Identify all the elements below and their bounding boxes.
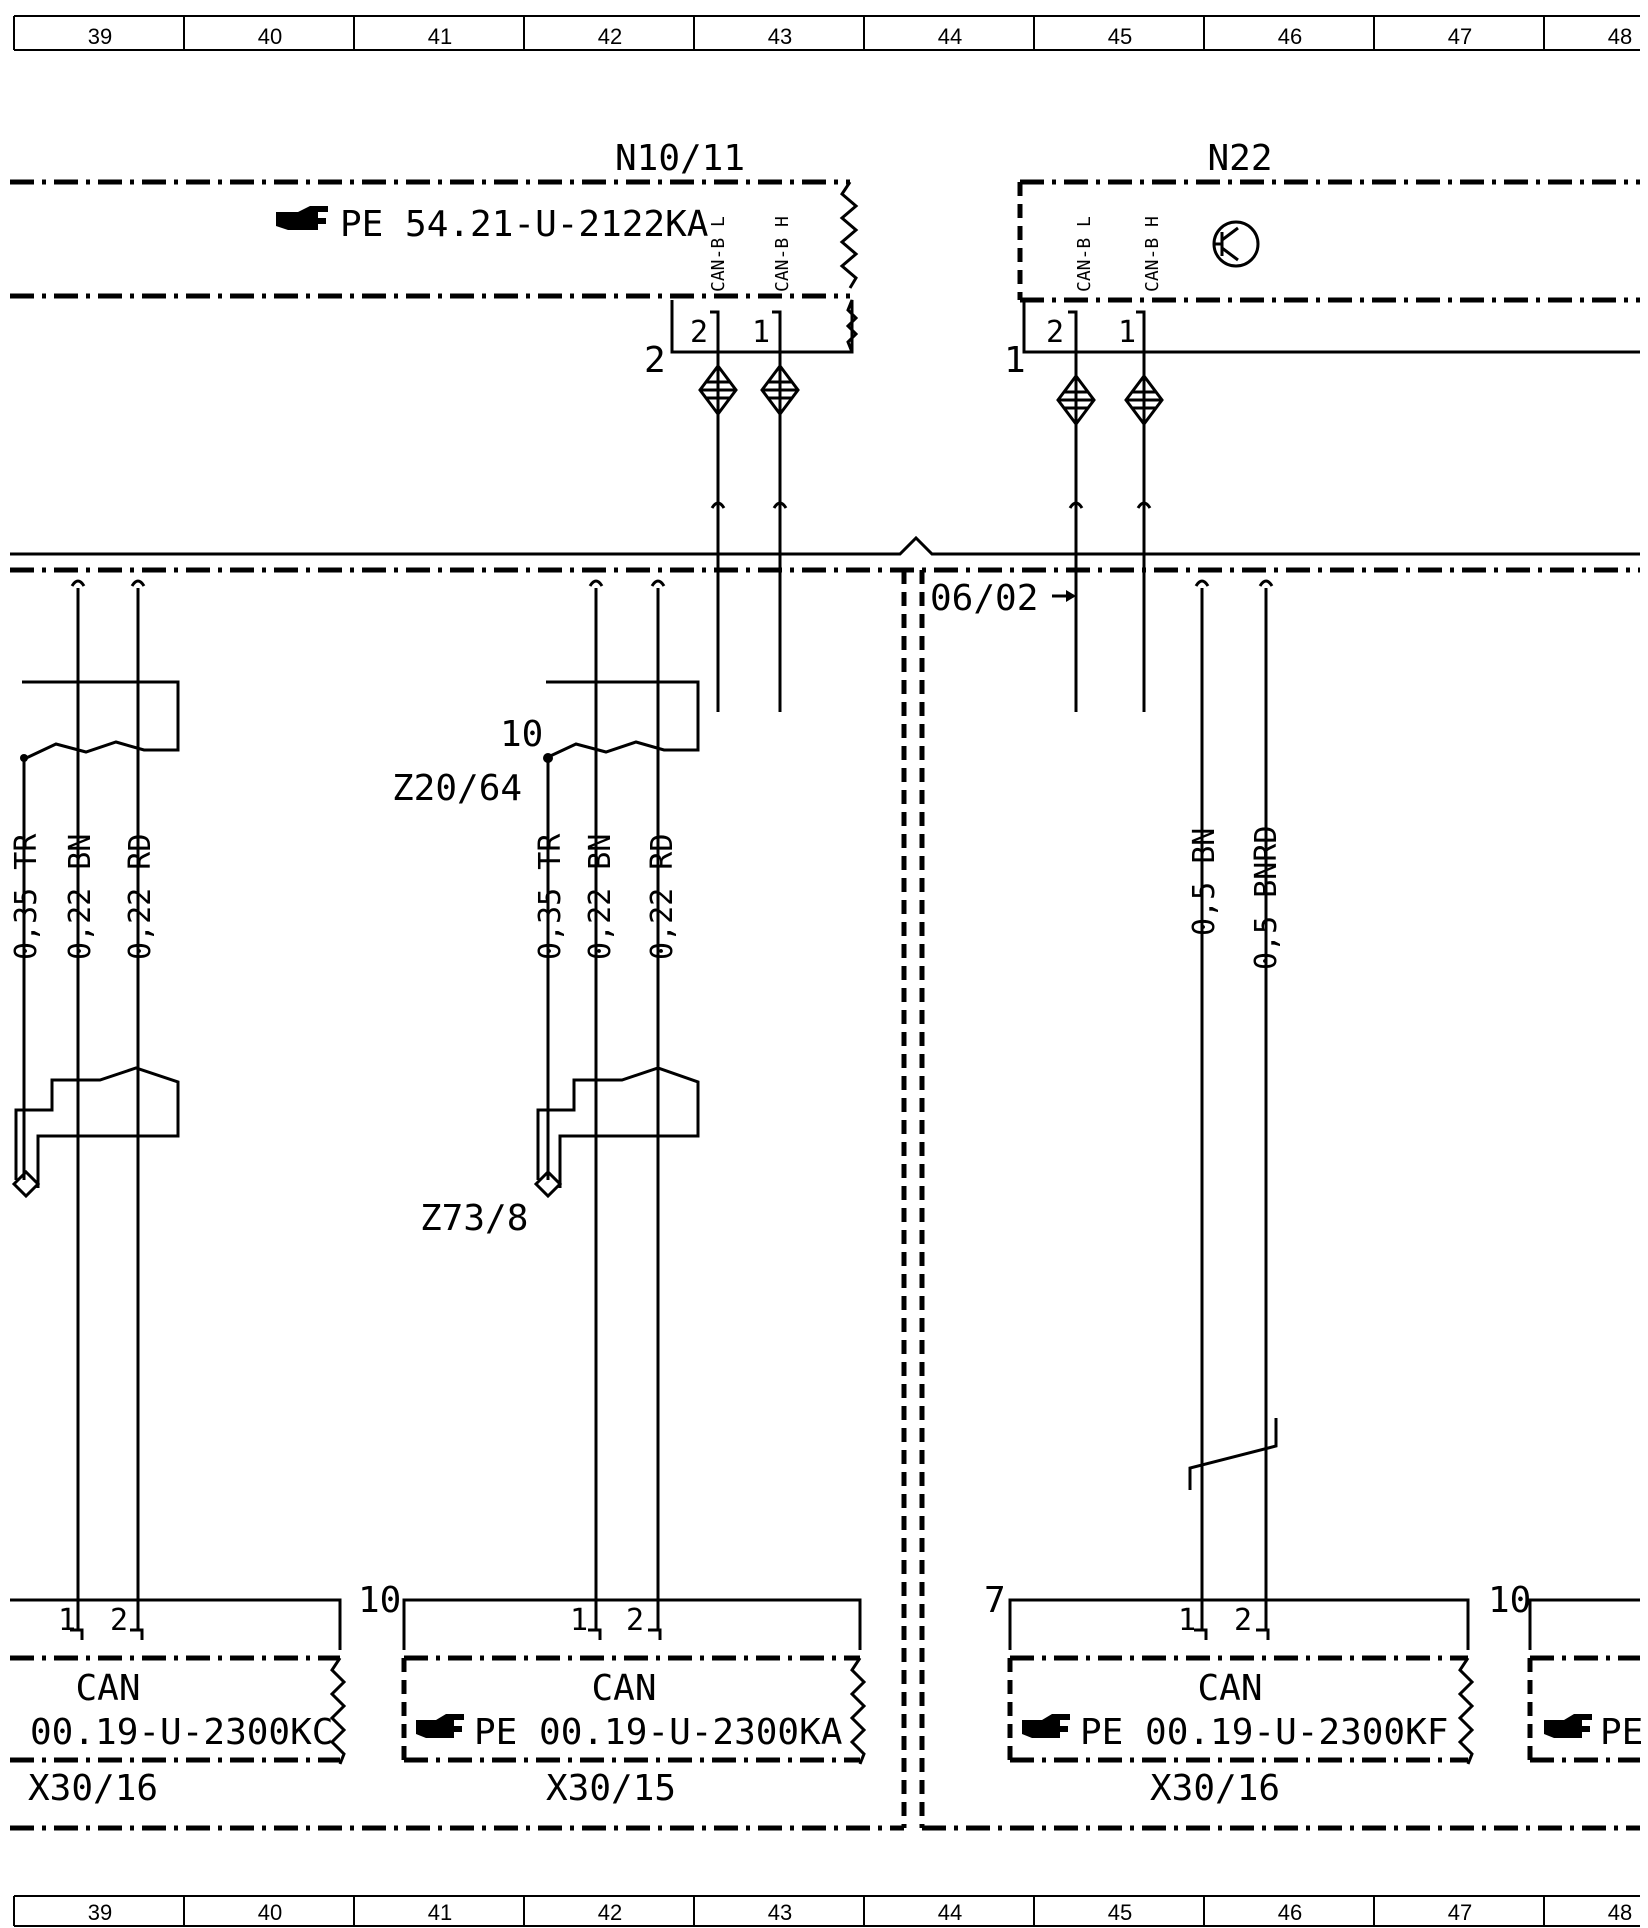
ruler-col: 41 — [428, 24, 452, 49]
arrow-right-icon — [1052, 590, 1076, 602]
connector-name: X30/15 — [546, 1768, 676, 1809]
wire-label: 0,35 TR — [9, 833, 44, 960]
wire-group-left: 0,35 TR 0,22 BN 0,22 RD — [9, 579, 180, 1630]
connector-ref: PE 00.19-U-2300KF — [1080, 1712, 1448, 1753]
ruler-col: 44 — [938, 24, 962, 49]
pin-number: 2 — [626, 1603, 644, 1638]
wire-label: 0,22 BN — [63, 834, 98, 960]
module-n22: N22 CAN-B L CAN-B H 2 1 1 — [1004, 138, 1640, 712]
pin-label: CAN-B L — [1074, 216, 1095, 292]
connector-name: X30/16 — [1150, 1768, 1280, 1809]
pin-number: 2 — [1234, 1603, 1252, 1638]
ruler-col: 46 — [1278, 24, 1302, 49]
pin-number: 2 — [1046, 315, 1064, 350]
ruler-col: 39 — [88, 1900, 112, 1925]
wire-group-right: 0,5 BN 0,5 BNRD — [1187, 579, 1284, 1630]
connector-name: X30/16 — [28, 1768, 158, 1809]
wire-label: 0,5 BNRD — [1249, 826, 1284, 971]
connector-ref: PE — [1600, 1712, 1643, 1753]
ruler-col: 44 — [938, 1900, 962, 1925]
wire-label: 0,22 RD — [123, 834, 158, 960]
connector-x30-16-left: 1 2 CAN 00.19-U-2300KC X30/16 10 — [10, 1580, 401, 1809]
pin-number: 2 — [110, 1603, 128, 1638]
ruler-col: 47 — [1448, 24, 1472, 49]
pin-number: 1 — [1178, 1603, 1196, 1638]
ruler-col: 45 — [1108, 24, 1132, 49]
connector-x30-16-right: 7 1 2 CAN PE 00.19-U-2300KF X30/16 — [984, 1580, 1475, 1809]
module-name: N22 — [1207, 138, 1272, 179]
ruler-col: 45 — [1108, 1900, 1132, 1925]
module-name: N10/11 — [615, 138, 745, 179]
module-ref: PE 54.21-U-2122KA — [340, 204, 709, 245]
pin-number: 2 — [690, 315, 708, 350]
ruler-col: 48 — [1608, 1900, 1632, 1925]
continuation-marker: 06/02 — [930, 578, 1038, 619]
wire-label: 0,22 BN — [583, 834, 618, 960]
junction-pin: 10 — [500, 714, 543, 755]
ruler-col: 47 — [1448, 1900, 1472, 1925]
connector-side-number: 7 — [984, 1580, 1006, 1621]
connector-type: CAN — [1197, 1668, 1262, 1709]
connector-side-number: 10 — [1488, 1580, 1531, 1621]
wire-group-middle: 10 Z20/64 0,35 TR 0,22 BN 0,22 RD Z73/8 — [392, 579, 700, 1630]
connector-ref: 00.19-U-2300KC — [30, 1712, 333, 1753]
connector-type: CAN — [75, 1668, 140, 1709]
page-separator — [10, 535, 1640, 1831]
pin-label: CAN-B L — [708, 216, 729, 292]
bottom-ruler: 39 40 41 42 43 44 45 46 47 48 — [13, 1895, 1640, 1927]
ruler-col: 39 — [88, 24, 112, 49]
pin-number: 1 — [570, 1603, 588, 1638]
ruler-col: 43 — [768, 1900, 792, 1925]
pin-number: 1 — [752, 315, 770, 350]
ruler-col: 41 — [428, 1900, 452, 1925]
connector-number: 2 — [644, 340, 666, 381]
pointing-hand-icon — [1022, 1714, 1070, 1738]
ruler-col: 42 — [598, 24, 622, 49]
ruler-col: 48 — [1608, 24, 1632, 49]
ground-label: Z73/8 — [420, 1198, 528, 1239]
pin-label: CAN-B H — [1142, 216, 1163, 292]
ruler-col: 46 — [1278, 1900, 1302, 1925]
connector-type: CAN — [591, 1668, 656, 1709]
pin-number: 1 — [58, 1603, 76, 1638]
pointing-hand-icon — [1544, 1714, 1592, 1738]
wire-label: 0,35 TR — [533, 833, 568, 960]
transistor-icon — [1212, 220, 1260, 268]
pin-number: 1 — [1118, 315, 1136, 350]
connector-x30-15: 1 2 CAN PE 00.19-U-2300KA X30/15 — [401, 1598, 867, 1809]
ruler-col: 40 — [258, 24, 282, 49]
module-n10-11: N10/11 PE 54.21-U-2122KA CAN-B L CAN-B H… — [10, 138, 859, 712]
junction-label: Z20/64 — [392, 768, 522, 809]
pointing-hand-icon — [276, 206, 328, 230]
connector-side-number: 10 — [358, 1580, 401, 1621]
ruler-col: 43 — [768, 24, 792, 49]
top-ruler: 39 40 41 42 43 44 45 46 47 48 — [13, 15, 1640, 51]
ruler-col: 42 — [598, 1900, 622, 1925]
wire-label: 0,22 RD — [645, 834, 680, 960]
wire-label: 0,5 BN — [1187, 828, 1222, 936]
connector-number: 1 — [1004, 340, 1026, 381]
ruler-col: 40 — [258, 1900, 282, 1925]
connector-partial-far-right: 10 PE — [1488, 1580, 1643, 1763]
connector-ref: PE 00.19-U-2300KA — [474, 1712, 843, 1753]
pin-label: CAN-B H — [772, 216, 793, 292]
pointing-hand-icon — [416, 1714, 464, 1738]
